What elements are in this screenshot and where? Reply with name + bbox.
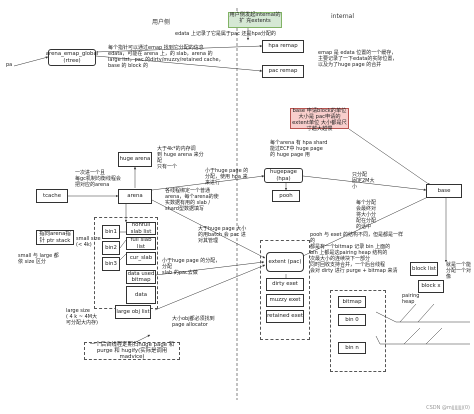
block-x-box: block x [418,280,444,293]
arena-box: arena [118,189,152,204]
large-obj-list-box: large obj list [115,305,151,319]
pairing-heap-label: pairing heap [402,293,420,305]
full-slab-list-box: full slab list [126,237,156,250]
emap-description: emap 是 edata 位置的一个缓存， 主要记录了一下edata的实际位置，… [318,50,398,68]
pooh-exet-description: pooh 与 exet 的结构不同，但是都是一样 的 都是有一个bitmap 记… [310,232,404,274]
data-box: data [126,286,156,304]
large-size-note: large size ( 4 k ~ 4M大 可分配大内存) [66,308,98,326]
extent-pac-box: extent (pac) [266,252,304,272]
footer-watermark: CSDN @mjjjjjjjj(0) [426,405,470,411]
pac-size-note: 每个分配 会最终对 将大小分 配在分配 的话中 [356,200,377,230]
dirty-exet-box: dirty exet [266,278,304,291]
small-size-note: small size (< 4k) [76,236,101,248]
tcache-box: tcache [36,189,68,203]
internal-header: internal [331,13,355,20]
small-large-size-note: small 与 large 都 依 size 区分 [18,253,59,265]
hugepage-hpa-box: hugepage (hpa) [264,168,303,183]
bitmap-bin-group [330,290,386,372]
block-list-box: block list [410,262,438,276]
huge-arena-box: huge arena [118,152,152,167]
data-used-bitmap-box: data used bitmap [126,270,156,284]
user-space-header: 用户侧 [152,19,171,26]
base-box: base [426,184,462,198]
extent-fixed-size-note: 只分配 固定2M大 小 [352,172,375,190]
retained-exet-box: retained exet [266,310,304,323]
remap-description: 每个指针可以通过emap 找到它分配的信息 edata，可能在 arena 上，… [108,45,224,69]
huge-arena-description: 大于4k*的内存调 到 huge arena 来分 配 只有一个 [157,146,204,170]
pac-remap-box: pac remap [262,65,304,78]
user-expand-note: 用户侧发起internal的扩 充extents [228,12,282,28]
block-description: 就是一个能 分配一个对 像 [446,262,472,280]
arena-ptr-stack-box: 指向arena指针 ptr stack [36,230,74,245]
bitmap-box: bitmap [338,296,366,308]
bin1-box: bin1 [102,225,120,239]
nonfull-slab-list-box: nonfull slab list [126,222,156,235]
gc-note-box: 一个后台线程定期扫huge page 和 purge 和 hugify(实际是调… [84,342,180,360]
arena-assign-note: 一次进一个且 每gc机制均衡线程会 把对应的arena [75,170,121,188]
base-block-note: base 申请block的单位大小是 pac申请的extent单位 大小都是尺寸… [290,108,349,132]
batch-pac-note: 大于huge page 大小 的用batch 会 pac 进 对其管理 [198,226,247,244]
pooh-box: pooh [272,190,300,202]
hpa-shard-description: 每个arena 有 hpa shard 能过ECF中 huge page 的 h… [270,140,328,158]
pac-group [260,240,310,340]
bin-n-box: bin n [338,342,366,354]
cur-slab-box: cur_slab [126,252,156,265]
slab-pac-note: 小于huge page 的分配，分配 slab 的pac去做 [162,258,221,276]
bin-0-box: bin 0 [338,314,366,326]
arena-emap-global-box: arena_emap_global (rtree) [46,49,98,66]
bin2-box: bin2 [102,241,120,255]
bin3-box: bin3 [102,257,120,271]
hpa-description: 小于huge page 的 分配，使用 hpa 来 来进行 [205,168,249,186]
edata-note: edata 上记录了它是属于pac 还是hpa分配的 [175,31,276,37]
arena-description: 各线程绑定一个普通 arena，每个arena的使 实数据有用的 slab / … [165,188,219,212]
muzzy-exet-box: muzzy exet [266,294,304,307]
pa-label: pa [6,62,13,68]
hpa-remap-box: hpa remap [262,40,304,53]
page-allocator-note: 大小obj都必须找到 page allocator [172,316,215,328]
